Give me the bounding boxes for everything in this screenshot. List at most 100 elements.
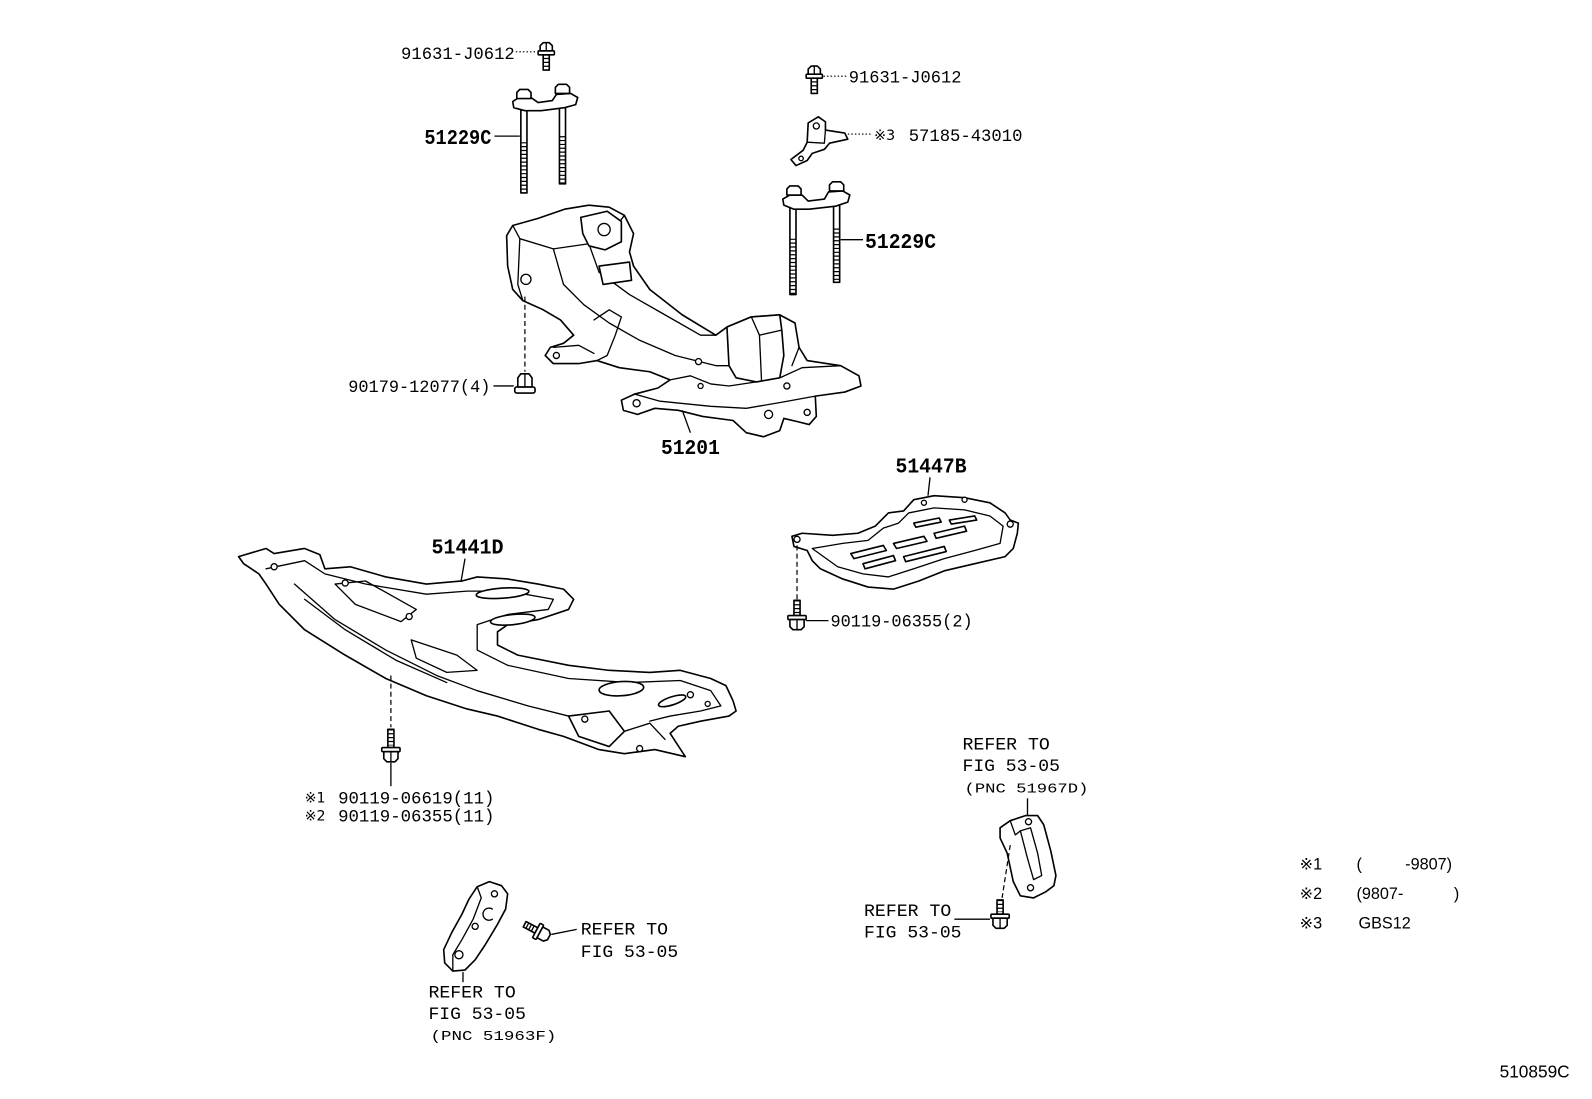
skid-plate-hole (920, 499, 928, 506)
under-cover-hole (341, 579, 349, 587)
bracket-bend-line (806, 129, 827, 144)
small-bracket (790, 115, 849, 167)
center-bracket (593, 309, 623, 362)
legend-range-start: (9807- (1356, 885, 1403, 903)
under-cover-recess (410, 639, 478, 674)
callout-crossmember-nut: 90179-12077(4) (348, 379, 490, 398)
legend-mark: ※1 (1300, 855, 1323, 873)
callout-bracket-mark: ※3 (874, 128, 895, 144)
callout-skid-plate-bolt: 90119-06355(2) (831, 614, 973, 633)
under-cover-hole (686, 691, 695, 699)
crossmember-hole (632, 399, 641, 408)
bracket-body (790, 115, 849, 167)
crossmember-reinforcement (598, 261, 633, 286)
crossmember-edge (552, 248, 730, 367)
crossmember-hole (763, 409, 774, 420)
flange-nut (513, 372, 536, 394)
legend-mark: ※2 (1300, 885, 1323, 903)
skid-plate-hole (961, 496, 968, 503)
under-cover-slot (475, 586, 530, 600)
reference-line-2: FIG 53-05 (428, 1006, 525, 1025)
bracket-hole (812, 122, 821, 130)
reference-pnc: (PNC 51963F) (430, 1029, 556, 1045)
rear-mount-edge (750, 316, 783, 381)
bracket-hole (1024, 818, 1033, 826)
mount-hole (597, 222, 611, 237)
skid-plate-slot (912, 517, 943, 528)
leader-line (927, 477, 931, 496)
bracket-hole (490, 890, 499, 898)
reference-pnc: (PNC 51967D) (965, 781, 1089, 797)
bracket-hole (1026, 884, 1035, 892)
bolt-shank (793, 599, 801, 617)
skid-plate-slot (892, 535, 928, 550)
stud-bolt (789, 202, 797, 296)
bracket-hole (454, 950, 464, 960)
under-cover-hole (270, 563, 278, 571)
stud-nut (554, 83, 571, 95)
bracket-edge (452, 886, 482, 972)
callout-under-cover: 51441D (432, 537, 504, 561)
stud-bracket-right (781, 180, 851, 296)
bolt-thread (530, 925, 535, 932)
crossmember-hole (697, 382, 704, 390)
crossmember-outline (505, 204, 862, 438)
callout-bolt-top-right: 91631-J0612 (849, 69, 962, 88)
flange-bolt-top-right (805, 65, 824, 95)
bracket-left (442, 880, 509, 972)
skid-plate-slot (850, 544, 888, 560)
under-cover-slot (598, 680, 645, 697)
legend: ※1 ( -9807) ※2 (9807- ) ※3 GBS12 (1300, 855, 1460, 932)
legend-mark: ※3 (1300, 914, 1323, 932)
bracket-body (999, 814, 1057, 899)
under-cover-slot (657, 694, 687, 708)
crossmember-hole (520, 273, 532, 286)
callout-skid-plate: 51447B (896, 455, 967, 479)
skid-plate-slot (933, 525, 968, 540)
crossmember-hole (694, 357, 703, 366)
under-cover-ridge (303, 598, 448, 684)
reference-line-2: FIG 53-05 (581, 944, 678, 963)
stud-bracket-left (511, 83, 579, 194)
skid-plate-hole (793, 535, 801, 544)
legend-range-end: -9807) (1405, 855, 1452, 873)
callout-stud-bracket-left: 51229C (424, 127, 491, 151)
assembly-dashed-line (1001, 844, 1011, 898)
skid-plate-inner-edge (811, 507, 1004, 578)
legend-range-start: ( (1356, 855, 1362, 873)
crossmember-hole (552, 351, 561, 360)
reference-line-1: REFER TO (864, 903, 951, 922)
bracket-right (999, 814, 1057, 899)
bracket-slot (1019, 827, 1043, 881)
lower-flange (669, 375, 758, 387)
rear-mount-tower (726, 314, 785, 383)
figure-code: 510859C (1500, 1062, 1570, 1082)
crossmember-hole (783, 382, 791, 390)
under-cover-ridge (293, 583, 570, 717)
callout-bolt-mark-1: ※1 (305, 790, 326, 806)
stud-nut (828, 180, 845, 192)
skid-plate-hole (1006, 520, 1014, 528)
crossmember-edge (517, 238, 524, 302)
bolt-thread (525, 922, 530, 930)
flange-bolt-top-left (537, 41, 556, 71)
callout-under-cover-bolt-1: 90119-06619(11) (338, 790, 494, 809)
legend-note: GBS12 (1358, 914, 1410, 932)
skid-plate-slot (862, 554, 897, 570)
reference-line-1: REFER TO (963, 737, 1050, 756)
under-cover-outline (237, 547, 737, 758)
skid-plate (791, 494, 1020, 590)
reference-line-1: REFER TO (581, 921, 668, 940)
under-cover-hole (405, 612, 413, 621)
under-cover-edge (623, 722, 666, 741)
engine-under-cover (237, 547, 737, 758)
callout-under-cover-bolt-2: 90119-06355(11) (338, 809, 494, 828)
under-cover-hole (635, 744, 644, 753)
crossmember-edge (588, 243, 717, 336)
nut-flange (513, 386, 536, 394)
left-tab-edge (552, 344, 595, 355)
under-cover-hole (581, 715, 589, 723)
reference-line-2: FIG 53-05 (864, 924, 961, 943)
leader-line (551, 928, 577, 936)
